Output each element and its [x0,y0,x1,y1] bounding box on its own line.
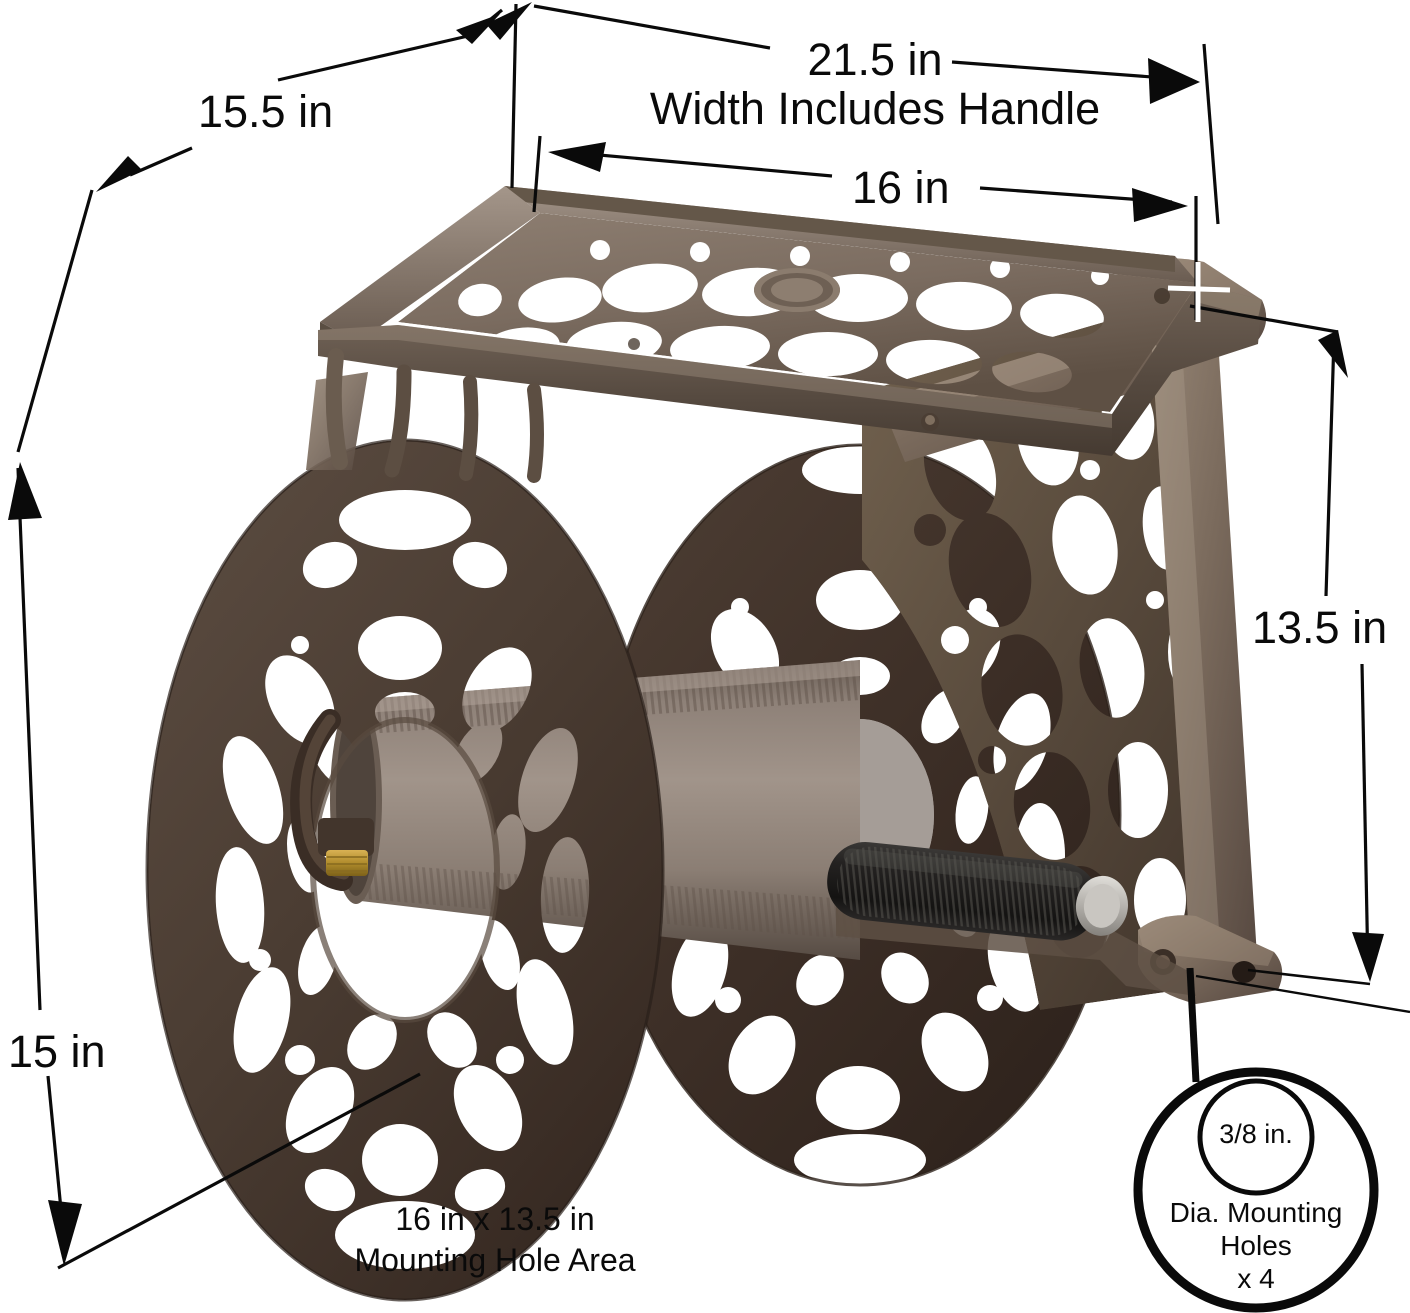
shelf-medallion [754,268,840,312]
callout-description-line2: Holes [1220,1230,1292,1262]
top-shelf [318,186,1262,483]
crank-handle[interactable] [823,838,1196,996]
mounting-height-dimension-label: 13.5 in [1252,602,1388,653]
overall-height-dimension-label: 15 in [8,1026,106,1077]
overall-width-value: 21.5 in [807,34,943,85]
overall-width-note: Width Includes Handle [649,82,1101,134]
callout-description-line3: x 4 [1237,1263,1275,1295]
brass-fitting [326,850,368,876]
mounting-hole-area-label: 16 in x 13.5 in Mounting Hole Area [330,1199,660,1281]
reel-disc-front [145,438,665,1302]
callout-description-line1: Dia. Mounting [1169,1197,1343,1228]
mounting-hole-area-line2: Mounting Hole Area [354,1241,636,1278]
mounting-width-dimension-label: 16 in [852,162,950,213]
depth-dimension-label: 15.5 in [198,86,334,137]
callout-hole-diameter-label: 3/8 in. [1219,1119,1293,1149]
mounting-hole-area-line1: 16 in x 13.5 in [395,1201,595,1237]
